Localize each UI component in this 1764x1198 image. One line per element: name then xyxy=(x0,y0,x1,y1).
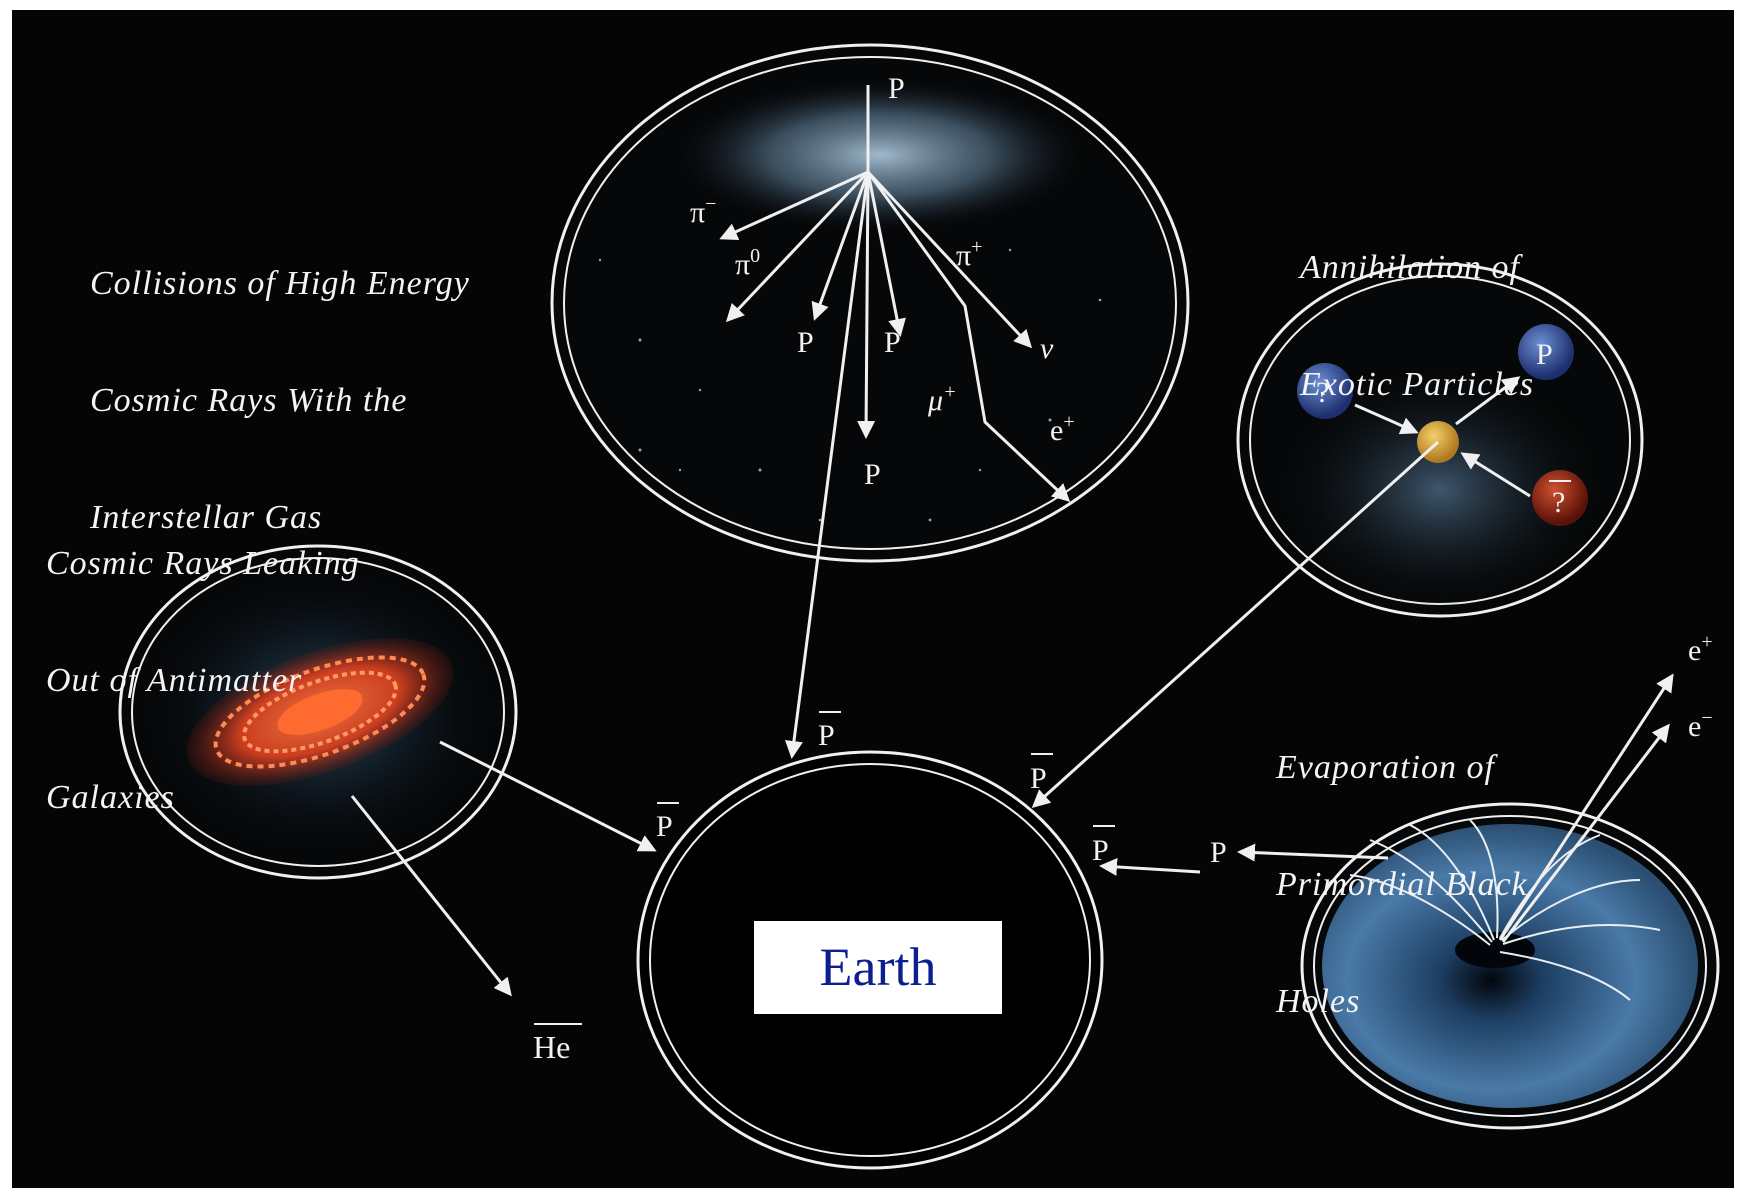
unknown-particle-b xyxy=(1532,470,1588,526)
arrow-antiproton-from-black-holes xyxy=(1099,857,1201,876)
label-pi-plus: π+ xyxy=(956,236,982,272)
track-muon-positron xyxy=(866,171,1071,503)
collisions-ring-inner xyxy=(563,56,1177,550)
arrow-antiproton-from-collisions xyxy=(785,171,870,759)
antimatter-galaxies-scene: He xyxy=(118,544,582,1065)
caption-galaxies-line-2: Out of Antimatter xyxy=(46,662,303,699)
caption-collisions: Collisions of High Energy Cosmic Rays Wi… xyxy=(90,186,470,576)
arrow-unknown-a-in xyxy=(1354,403,1419,435)
label-proton-a: P xyxy=(797,326,814,359)
annihilation-glow xyxy=(1280,370,1600,610)
track-pi-zero xyxy=(725,170,870,323)
arrow-helium-out xyxy=(350,795,512,997)
earth-ring-inner xyxy=(649,763,1091,1157)
arrow-e-plus-out xyxy=(1498,673,1674,941)
track-proton-a xyxy=(811,171,870,321)
arrow-antiproton-from-galaxies xyxy=(439,740,657,852)
field-lines xyxy=(1349,819,1661,1001)
caption-galaxies-line-3: Galaxies xyxy=(46,779,175,816)
label-antiproton-galaxies: P xyxy=(656,810,673,843)
arrow-proton-out xyxy=(1455,376,1521,426)
label-e-plus-bh: e+ xyxy=(1688,631,1713,667)
label-proton-b: P xyxy=(884,326,901,359)
label-mu-plus: μ+ xyxy=(927,381,957,417)
annihilation-scene: ? P ? xyxy=(1236,262,1644,618)
label-unknown-a: ? xyxy=(1316,376,1329,409)
star-field xyxy=(598,248,1102,522)
label-e-minus-bh: e− xyxy=(1688,707,1713,743)
label-pi-zero: π0 xyxy=(735,245,760,281)
label-helium: He xyxy=(533,1029,570,1065)
label-nu: ν xyxy=(1040,332,1054,365)
galaxy-ring-inner xyxy=(131,557,505,867)
caption-black-holes-line-1: Evaporation of xyxy=(1276,749,1495,786)
track-proton-down xyxy=(857,171,876,439)
black-holes-scene: e+ e− P xyxy=(1210,631,1720,1130)
collisions-scene: P π− π0 P P π+ ν μ+ e+ P xyxy=(550,43,1190,563)
caption-annihilation-line-2: Exotic Particles xyxy=(1300,366,1535,403)
arrow-proton-from-hole xyxy=(1237,843,1389,862)
caption-collisions-line-2: Cosmic Rays With the xyxy=(90,382,408,419)
label-antiproton-collisions: P xyxy=(818,719,835,752)
black-hole-ring-inner xyxy=(1313,815,1707,1117)
caption-black-holes: Evaporation of Primordial Black Holes xyxy=(1276,670,1528,1060)
arrow-unknown-b-in xyxy=(1460,452,1531,498)
label-e-plus: e+ xyxy=(1050,411,1075,447)
earth-label: Earth xyxy=(754,921,1002,1014)
gas-cloud-image xyxy=(680,80,1080,230)
caption-black-holes-line-2: Primordial Black xyxy=(1276,866,1528,903)
label-pi-minus: π− xyxy=(690,193,716,229)
caption-annihilation: Annihilation of Exotic Particles xyxy=(1300,170,1534,443)
caption-annihilation-line-1: Annihilation of xyxy=(1300,249,1520,286)
label-antiproton-black-holes: P xyxy=(1092,834,1109,867)
label-unknown-b: ? xyxy=(1552,486,1565,519)
track-proton-b xyxy=(866,171,906,337)
proton-particle xyxy=(1518,324,1574,380)
caption-galaxies-line-1: Cosmic Rays Leaking xyxy=(46,545,360,582)
caption-collisions-line-3: Interstellar Gas xyxy=(90,499,323,536)
label-proton: P xyxy=(1536,338,1553,371)
track-pi-plus-to-nu xyxy=(866,170,1033,349)
caption-collisions-line-1: Collisions of High Energy xyxy=(90,265,470,302)
galaxy-image xyxy=(186,638,454,786)
arrow-antiproton-from-annihilation xyxy=(1031,440,1440,809)
track-pi-minus xyxy=(719,170,869,241)
caption-black-holes-line-3: Holes xyxy=(1276,983,1361,1020)
label-proton-bh: P xyxy=(1210,836,1227,869)
label-antiproton-annihilation: P xyxy=(1030,762,1047,795)
arrow-e-minus-out xyxy=(1501,723,1670,943)
label-incoming-proton: P xyxy=(888,72,905,105)
label-proton-down: P xyxy=(864,458,881,491)
caption-antimatter-galaxies: Cosmic Rays Leaking Out of Antimatter Ga… xyxy=(46,466,360,856)
unknown-particle-a xyxy=(1297,363,1353,419)
